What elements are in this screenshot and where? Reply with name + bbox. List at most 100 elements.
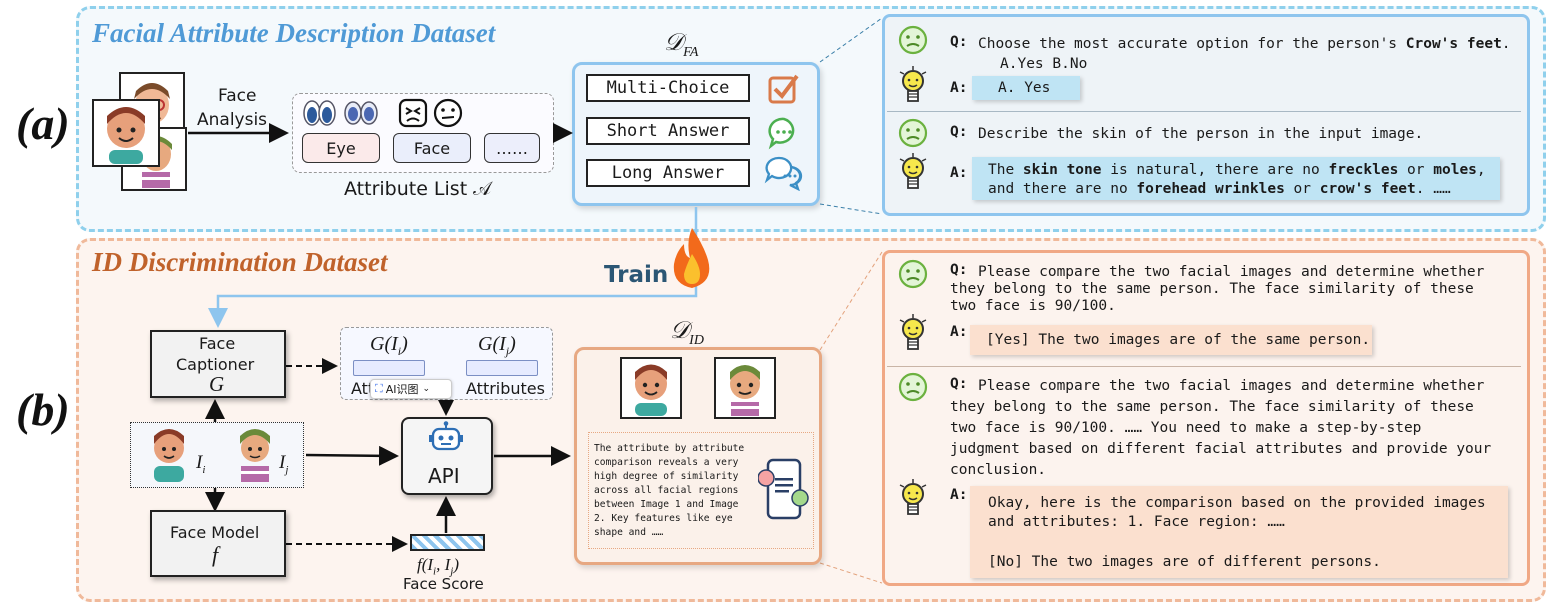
image-j-label: Ij (279, 452, 289, 476)
qa-a-a2-box (972, 157, 1500, 200)
lightbulb-icon (898, 479, 928, 523)
checkbox-icon (766, 72, 800, 110)
panel-a-title: Facial Attribute Description Dataset (92, 18, 496, 48)
qa-b-q1-line1: Please compare the two facial images and… (978, 264, 1485, 280)
face-model-symbol: f (212, 542, 219, 567)
dataset-face-photo-2 (714, 357, 776, 419)
qa-b-q1-label: Q: (950, 262, 968, 278)
panel-a-label: (a) (16, 98, 70, 149)
face-analysis-label-2: Analysis (197, 110, 268, 130)
scan-icon: ⛶ (375, 382, 383, 395)
qa-a-q1-label: Q: (950, 34, 968, 50)
attribute-chip-more: …… (484, 133, 540, 163)
qa-a-q1-line1: Choose the most accurate option for the … (978, 36, 1511, 52)
answer-type-short-answer: Short Answer (586, 117, 750, 145)
thinking-face-icon (897, 24, 929, 60)
qa-b-q2-line5: conclusion. (950, 462, 1047, 478)
qa-b-divider (887, 366, 1521, 367)
did-text-line-4: across all facial regions (594, 485, 739, 496)
qa-b-q1-line2: they belong to the same person. The face… (950, 281, 1474, 297)
lightbulb-icon (898, 314, 928, 358)
fire-icon (670, 226, 714, 294)
qa-a-q2: Describe the skin of the person in the i… (978, 126, 1424, 142)
face-model-box (150, 510, 286, 577)
qa-a-a2-line2: and there are no forehead wrinkles or cr… (988, 181, 1451, 197)
did-text-line-1: The attribute by attribute (594, 443, 745, 454)
attribute-chip-eye: Eye (302, 133, 380, 163)
face-model-label: Face Model (170, 523, 260, 542)
face-score-formula: f(Ii, Ij) (417, 555, 460, 578)
face-expressions-icon (398, 98, 468, 132)
qa-b-q2-line1: Please compare the two facial images and… (978, 378, 1485, 394)
attributes-i-label-partial: Att (351, 379, 375, 398)
attribute-i-bar (353, 360, 425, 376)
did-text-line-7: shape and …… (594, 527, 664, 538)
ai-recognize-badge[interactable]: ⛶AI识图⌄ (370, 379, 452, 399)
dataset-id-label: 𝒟ID (670, 318, 704, 348)
lightbulb-icon (898, 66, 928, 110)
man-avatar-icon (635, 364, 667, 416)
face-analysis-label-1: Face (218, 86, 257, 106)
panel-b-title: ID Discrimination Dataset (92, 247, 388, 277)
did-text-line-5: between Image 1 and Image (594, 499, 739, 510)
qa-a-a2-line1: The skin tone is natural, there are no f… (988, 162, 1486, 178)
face-captioner-label-1: Face (199, 334, 236, 353)
answer-type-multi-choice: Multi-Choice (586, 74, 750, 102)
face-photo-front (92, 99, 160, 167)
dataset-face-photo-1 (620, 357, 682, 419)
train-label: Train (604, 262, 669, 288)
woman-avatar-icon (730, 365, 760, 416)
dataset-fa-label: 𝒟FA (664, 30, 699, 60)
qa-a-a1-label: A: (950, 80, 968, 96)
qa-b-a1-label: A: (950, 324, 968, 340)
thinking-face-icon (897, 371, 929, 407)
g-i-label: G(Ii) (370, 333, 408, 358)
attribute-list-label: Attribute List 𝒜 (344, 178, 492, 200)
qa-a-q2-label: Q: (950, 124, 968, 140)
thinking-face-icon (897, 117, 929, 153)
image-i-label: Ii (196, 452, 206, 476)
qa-b-a2-box (970, 486, 1508, 578)
qa-a-a1-answer: A. Yes (972, 76, 1080, 100)
did-text-line-3: high degree of similarity (594, 471, 739, 482)
attributes-j-label: Attributes (466, 379, 545, 398)
qa-b-q2-label: Q: (950, 376, 968, 392)
qa-b-a2-line4: [No] The two images are of different per… (988, 554, 1381, 570)
g-j-label: G(Ij) (478, 333, 516, 358)
qa-b-a1-answer: [Yes] The two images are of the same per… (970, 325, 1372, 355)
phone-chat-icon (757, 456, 812, 528)
lightbulb-icon (898, 153, 928, 197)
qa-b-q2-line4: judgment based on different facial attri… (950, 441, 1492, 457)
qa-a-divider (887, 111, 1521, 112)
did-text-line-6: 2. Key features like eye (594, 513, 733, 524)
qa-b-a2-label: A: (950, 487, 968, 503)
conversation-icon (764, 155, 804, 195)
attribute-chip-face: Face (393, 133, 471, 163)
qa-b-q2-line3: two face is 90/100. …… You need to make … (950, 420, 1422, 436)
eyes-emoji-icon (303, 99, 385, 131)
dataset-id-box (574, 347, 822, 565)
qa-b-q1-line3: two face is 90/100. (950, 298, 1116, 314)
did-text-line-2: comparison reveals a very (594, 457, 739, 468)
qa-a-a2-label: A: (950, 165, 968, 181)
attribute-j-bar (466, 360, 538, 376)
chat-bubble-icon (767, 116, 801, 154)
panel-b-label: (b) (16, 384, 70, 435)
man-avatar-icon (95, 102, 157, 164)
api-label: API (428, 464, 460, 488)
chevron-down-icon: ⌄ (422, 384, 431, 394)
woman-avatar-icon (234, 424, 276, 488)
face-captioner-label-2: Captioner (176, 355, 255, 374)
face-captioner-box (150, 330, 286, 398)
dataset-id-text-box (588, 432, 814, 549)
face-score-bar (410, 534, 485, 551)
qa-a-q1-line2: A.Yes B.No (1000, 56, 1088, 72)
qa-b-a2-line1: Okay, here is the comparison based on th… (988, 495, 1486, 511)
man-avatar-icon (148, 424, 190, 488)
face-score-label: Face Score (403, 575, 484, 593)
qa-b-a2-line2: and attributes: 1. Face region: …… (988, 514, 1285, 530)
face-captioner-symbol: G (209, 372, 225, 396)
thinking-face-icon (897, 258, 929, 294)
robot-icon (428, 421, 464, 459)
answer-type-long-answer: Long Answer (586, 159, 750, 187)
